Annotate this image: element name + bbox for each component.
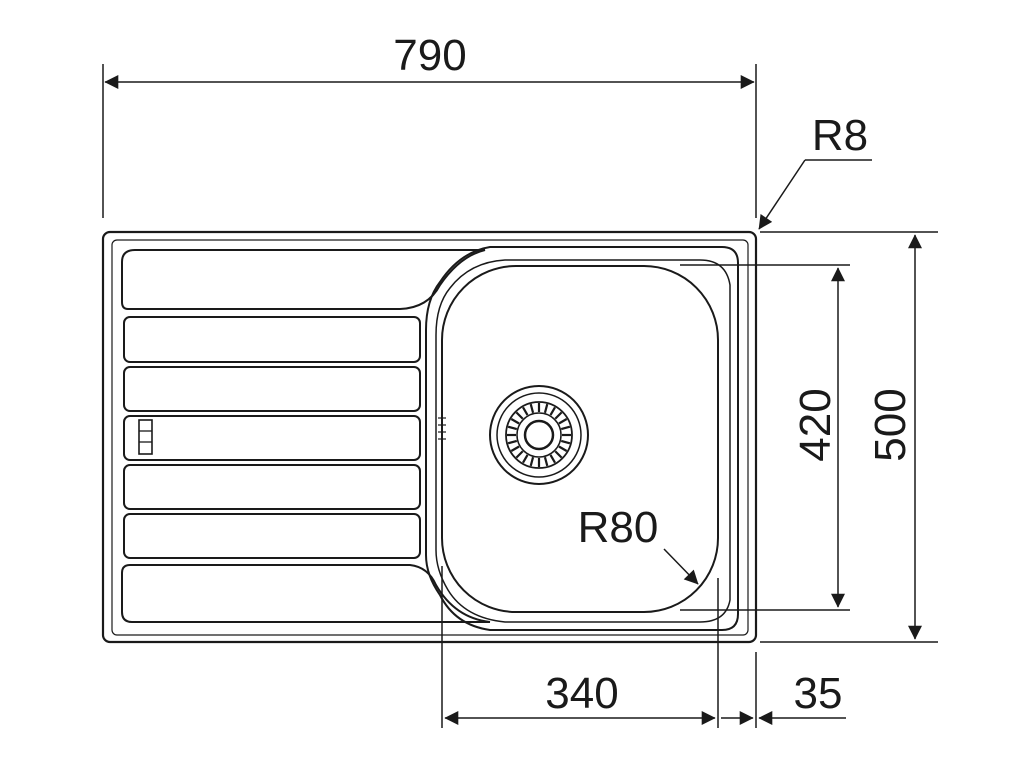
- dimension-overall-width: 790: [102, 31, 757, 218]
- drainer-top-panel: [121, 249, 486, 310]
- strainer-slot: [549, 454, 556, 464]
- strainer-slot: [522, 406, 529, 416]
- dimension-edge-offset: 35: [721, 652, 846, 728]
- bowl-width-label: 340: [545, 669, 618, 718]
- strainer-slot: [549, 406, 556, 416]
- sink-outer-outline: [101, 230, 758, 644]
- strainer-slot: [560, 425, 571, 431]
- strainer-slot: [543, 456, 549, 467]
- corner-radius-bowl-label: R80: [578, 503, 659, 552]
- dimension-corner-radius-bowl: R80: [578, 503, 699, 585]
- strainer-slot: [522, 454, 529, 464]
- strainer-slot: [507, 439, 518, 445]
- strainer-slot: [543, 403, 549, 414]
- strainer-slot: [554, 450, 563, 459]
- dimension-corner-radius-outer: R8: [758, 111, 872, 230]
- strainer-slot: [554, 411, 563, 420]
- strainer-slot: [529, 456, 535, 467]
- drainer-ribs: [123, 316, 421, 559]
- strainer-slot: [558, 445, 568, 452]
- strainer-slot: [510, 418, 520, 425]
- drainer-bottom-panel: [121, 564, 491, 623]
- strainer-slot: [558, 418, 568, 425]
- dimension-overall-depth: 500: [760, 231, 938, 643]
- strainer-slot: [510, 445, 520, 452]
- edge-offset-label: 35: [794, 669, 843, 718]
- strainer-slot: [529, 403, 535, 414]
- dimension-bowl-width: 340: [441, 566, 719, 728]
- bowl-depth-label: 420: [791, 388, 840, 461]
- strainer-slot: [515, 450, 524, 459]
- dimension-bowl-depth: 420: [680, 264, 850, 611]
- strainer-slot: [507, 425, 518, 431]
- overflow-slot-icon: [138, 419, 153, 455]
- strainer-slot: [560, 439, 571, 445]
- sink-bowl: [425, 246, 739, 631]
- drain-strainer: [489, 385, 589, 485]
- corner-radius-outer-label: R8: [812, 111, 868, 160]
- overall-depth-label: 500: [866, 388, 915, 461]
- strainer-slot: [515, 411, 524, 420]
- overall-width-label: 790: [393, 31, 466, 80]
- strainer-slots: [507, 403, 571, 467]
